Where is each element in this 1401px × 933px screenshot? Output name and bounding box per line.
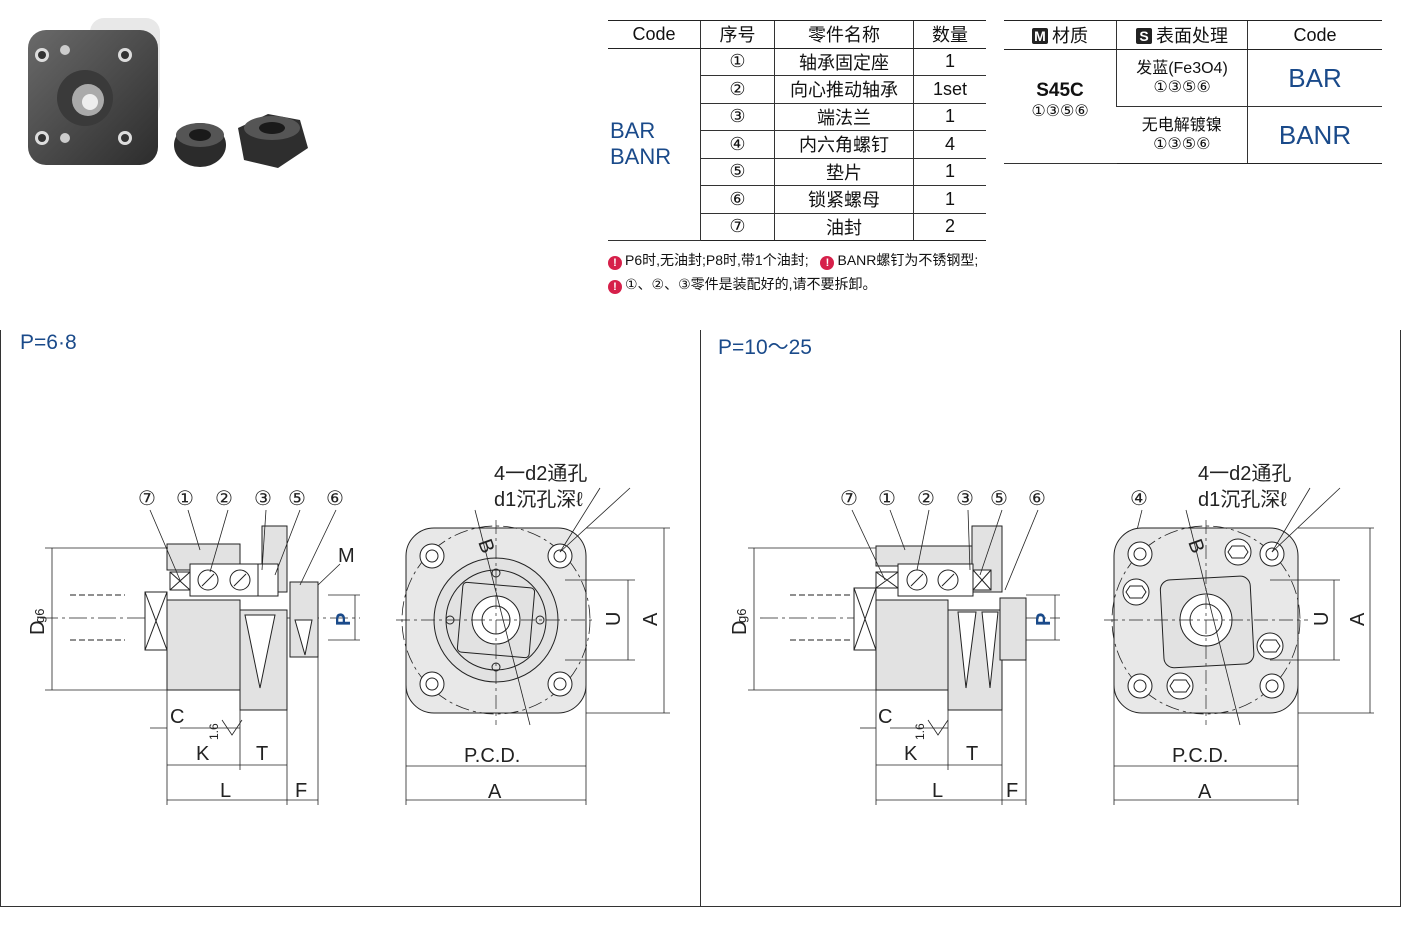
drawing-p6-8: ⑦ ① ② ③ ⑤ ⑥ M D g6 P C 1.6 K T L F [27, 462, 670, 805]
svg-text:A: A [640, 612, 662, 626]
panel-divider [700, 330, 701, 907]
callout: ⑥ [326, 488, 344, 510]
svg-text:d1沉孔深ℓ: d1沉孔深ℓ [1198, 488, 1287, 511]
callout: ① [878, 488, 896, 510]
callout: ⑥ [1028, 488, 1046, 510]
svg-text:g6: g6 [32, 609, 47, 623]
svg-text:A: A [1198, 781, 1212, 803]
svg-text:D: D [729, 621, 751, 635]
header-code: Code [608, 20, 701, 49]
table-row: S45C ①③⑤⑥ 发蓝(Fe3O4)①③⑤⑥ BAR [1004, 49, 1382, 164]
callout: ⑦ [840, 488, 858, 510]
svg-text:D: D [27, 621, 49, 635]
header-quantity: 数量 [913, 20, 986, 49]
product-photo [28, 18, 308, 168]
svg-text:1.6: 1.6 [207, 723, 221, 740]
surface-badge-icon: S [1136, 28, 1152, 44]
svg-text:F: F [295, 780, 307, 802]
svg-text:T: T [256, 743, 268, 765]
svg-text:U: U [603, 612, 625, 626]
svg-text:A: A [1347, 612, 1369, 626]
svg-text:A: A [488, 781, 502, 803]
header-part-name: 零件名称 [774, 20, 914, 49]
warning-icon: ! [608, 280, 622, 294]
dimension-labels: D g6 P C 1.6 K T L F [27, 609, 355, 802]
svg-text:d1沉孔深ℓ: d1沉孔深ℓ [494, 488, 583, 511]
callout: ④ [1130, 488, 1148, 510]
svg-text:P.C.D.: P.C.D. [464, 745, 520, 767]
front-view [1104, 509, 1308, 726]
material-badge-icon: M [1032, 28, 1048, 44]
warning-icon: ! [608, 256, 622, 270]
front-dimension-lines [1113, 487, 1374, 805]
svg-text:T: T [966, 743, 978, 765]
front-dimension-lines [405, 487, 670, 805]
callout: ⑦ [138, 488, 156, 510]
svg-text:1.6: 1.6 [913, 723, 927, 740]
svg-text:4一d2通孔: 4一d2通孔 [1198, 462, 1291, 485]
callout: ① [176, 488, 194, 510]
header-code: Code [1247, 20, 1382, 50]
callout: ③ [956, 488, 974, 510]
panel-title-p6-8: P=6·8 [20, 331, 77, 354]
callout: ② [215, 488, 233, 510]
svg-text:C: C [878, 706, 892, 728]
svg-text:C: C [170, 706, 184, 728]
code-bar: BAR [1247, 49, 1382, 107]
svg-text:P.C.D.: P.C.D. [1172, 745, 1228, 767]
leader-lines [851, 509, 1143, 591]
svg-text:P: P [333, 613, 355, 626]
dimension-labels: D g6 P C 1.6 K T L F [729, 609, 1055, 802]
dimension-lines [45, 547, 360, 805]
svg-text:U: U [1311, 612, 1333, 626]
svg-text:F: F [1006, 780, 1018, 802]
svg-text:L: L [932, 780, 943, 802]
svg-text:K: K [196, 743, 210, 765]
svg-text:K: K [904, 743, 918, 765]
callout: ③ [254, 488, 272, 510]
code-banr: BANR [1247, 106, 1382, 164]
front-view [396, 509, 596, 726]
callout: ⑤ [288, 488, 306, 510]
housing-section [166, 525, 319, 711]
drawing-p10-25: ⑦ ① ② ③ ⑤ ⑥ ④ D g6 P C 1.6 K T L F [729, 462, 1374, 805]
svg-text:g6: g6 [734, 609, 749, 623]
front-dimension-labels: 4一d2通孔 d1沉孔深ℓ B U A P.C.D. A [1172, 462, 1369, 803]
front-dimension-labels: 4一d2通孔 d1沉孔深ℓ B U A P.C.D. A [464, 462, 662, 803]
leader-lines [149, 509, 341, 586]
panel-title-p10-25: P=10～25 [718, 336, 812, 359]
dimension-lines [748, 547, 1060, 805]
housing-section [875, 525, 1027, 711]
callout-numbers: ⑦ ① ② ③ ⑤ ⑥ ④ [840, 488, 1148, 510]
note-line-1: !P6时,无油封;P8时,带1个油封; !BANR螺钉为不锈钢型; [608, 250, 978, 270]
svg-text:L: L [220, 780, 231, 802]
note-line-2: !①、②、③零件是装配好的,请不要拆卸。 [608, 274, 877, 294]
svg-text:4一d2通孔: 4一d2通孔 [494, 462, 587, 485]
surface-cell: 发蓝(Fe3O4)①③⑤⑥ [1116, 49, 1248, 107]
material-cell: S45C ①③⑤⑥ [1004, 49, 1117, 164]
callout: ② [917, 488, 935, 510]
svg-text:P: P [1033, 613, 1055, 626]
callout-numbers: ⑦ ① ② ③ ⑤ ⑥ M [138, 488, 355, 567]
callout: ⑤ [990, 488, 1008, 510]
label-m: M [338, 545, 355, 567]
warning-icon: ! [820, 256, 835, 270]
header-number: 序号 [700, 20, 775, 49]
